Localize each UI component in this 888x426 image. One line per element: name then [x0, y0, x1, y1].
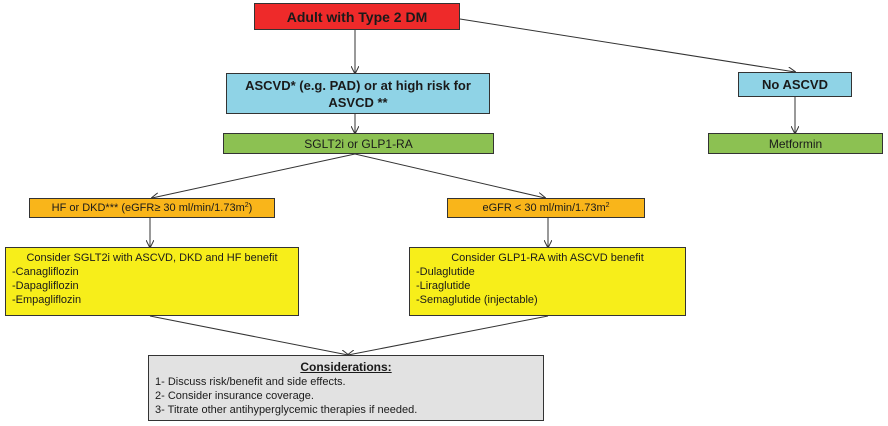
arrow-to-hf-dkd — [152, 153, 356, 198]
hf-dkd-node: HF or DKD*** (eGFR≥ 30 ml/min/1.73m2) — [29, 198, 275, 218]
ascvd-line-2: ASVCD ** — [328, 94, 388, 110]
metformin-label: Metformin — [768, 136, 823, 151]
hf-dkd-label: HF or DKD*** (eGFR≥ 30 ml/min/1.73m2) — [51, 202, 253, 214]
sglt2-glp1-node: SGLT2i or GLP1-RA — [223, 133, 494, 154]
root-label: Adult with Type 2 DM — [286, 8, 428, 25]
glp1-options-title: Consider GLP1-RA with ASCVD benefit — [451, 252, 644, 264]
glp1-options-node: Consider GLP1-RA with ASCVD benefit -Dul… — [409, 247, 686, 316]
arrow-to-egfr-low — [354, 153, 545, 198]
considerations-node: Considerations: 1- Discuss risk/benefit … — [148, 355, 544, 421]
root-node: Adult with Type 2 DM — [254, 3, 460, 30]
no-ascvd-node: No ASCVD — [738, 72, 852, 97]
metformin-node: Metformin — [708, 133, 883, 154]
glp1-option: -Dulaglutide — [416, 266, 475, 278]
egfr-low-node: eGFR < 30 ml/min/1.73m2 — [447, 198, 645, 218]
no-ascvd-label: No ASCVD — [762, 77, 828, 92]
considerations-title: Considerations: — [300, 360, 392, 374]
consideration-item: 1- Discuss risk/benefit and side effects… — [155, 376, 346, 388]
glp1-option: -Liraglutide — [416, 280, 471, 292]
consideration-item: 3- Titrate other antihyperglycemic thera… — [155, 404, 418, 416]
sglt2-glp1-label: SGLT2i or GLP1-RA — [304, 136, 413, 151]
egfr-low-label: eGFR < 30 ml/min/1.73m2 — [482, 202, 610, 214]
arrow-root-to-no-ascvd — [459, 18, 795, 72]
sglt2-options-title: Consider SGLT2i with ASCVD, DKD and HF b… — [26, 252, 278, 264]
consideration-item: 2- Consider insurance coverage. — [155, 390, 314, 402]
sglt2-option: -Empagliflozin — [12, 294, 82, 306]
ascvd-line-1: ASCVD* (e.g. PAD) or at high risk for — [245, 77, 471, 93]
sglt2-option: -Dapagliflozin — [12, 280, 79, 292]
arrow-glp1-to-considerations — [348, 315, 549, 355]
arrow-sglt2-to-considerations — [149, 315, 348, 355]
sglt2-options-node: Consider SGLT2i with ASCVD, DKD and HF b… — [5, 247, 299, 316]
ascvd-node: ASCVD* (e.g. PAD) or at high risk for AS… — [226, 73, 490, 114]
glp1-option: -Semaglutide (injectable) — [416, 294, 538, 306]
sglt2-option: -Canagliflozin — [12, 266, 79, 278]
